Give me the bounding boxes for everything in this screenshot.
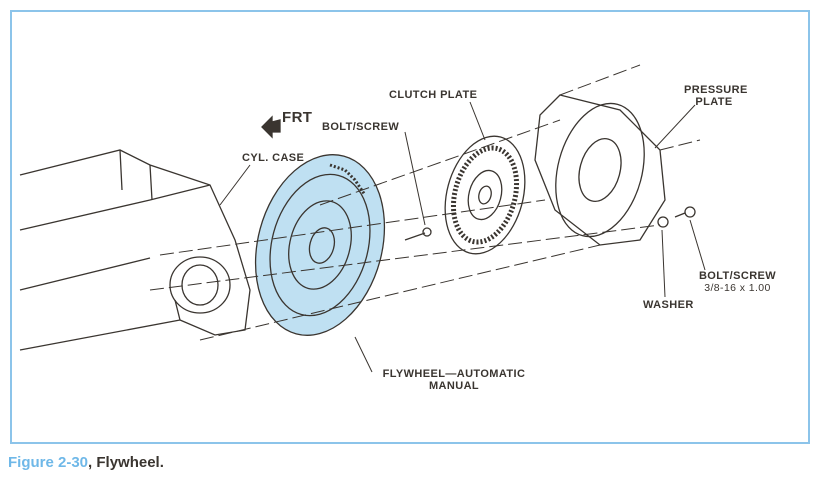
clutch-plate [444,135,526,255]
cyl-case-label: CYL. CASE [242,152,305,164]
pressure-plate-label: PRESSURE PLATE [684,84,748,108]
pressure-plate [534,94,666,246]
leader-lines [219,101,706,373]
washer-and-bolt [657,206,696,228]
flywheel-label: FLYWHEEL—AUTOMATIC MANUAL [374,368,534,392]
pressure-plate-label-line2: PLATE [695,96,733,108]
caption-separator: , [88,454,97,471]
figure-caption: Figure 2-30, Flywheel. [8,454,164,471]
bolt-screw-right-label: BOLT/SCREW 3/8-16 x 1.00 [695,270,780,294]
cylinder-case [19,149,251,351]
flywheel-label-line1: FLYWHEEL—AUTOMATIC [382,368,526,380]
front-label: FRT [282,109,313,126]
flywheel [254,154,386,336]
bolt-screw-top [404,227,432,241]
flywheel-label-line2: MANUAL [428,380,480,392]
figure-number: Figure 2-30 [8,454,89,471]
pressure-plate-label-line1: PRESSURE [684,84,748,96]
bolt-spec-label: 3/8-16 x 1.00 [704,282,771,294]
bolt-screw-right-label-line1: BOLT/SCREW [698,270,777,282]
bolt-screw-top-label: BOLT/SCREW [322,121,400,133]
figure-title: Flywheel. [96,454,164,471]
alignment-lines [149,64,701,341]
figure-frame [10,10,810,444]
washer-label: WASHER [643,299,694,311]
clutch-plate-label: CLUTCH PLATE [389,89,478,101]
front-arrow-icon [261,115,281,139]
